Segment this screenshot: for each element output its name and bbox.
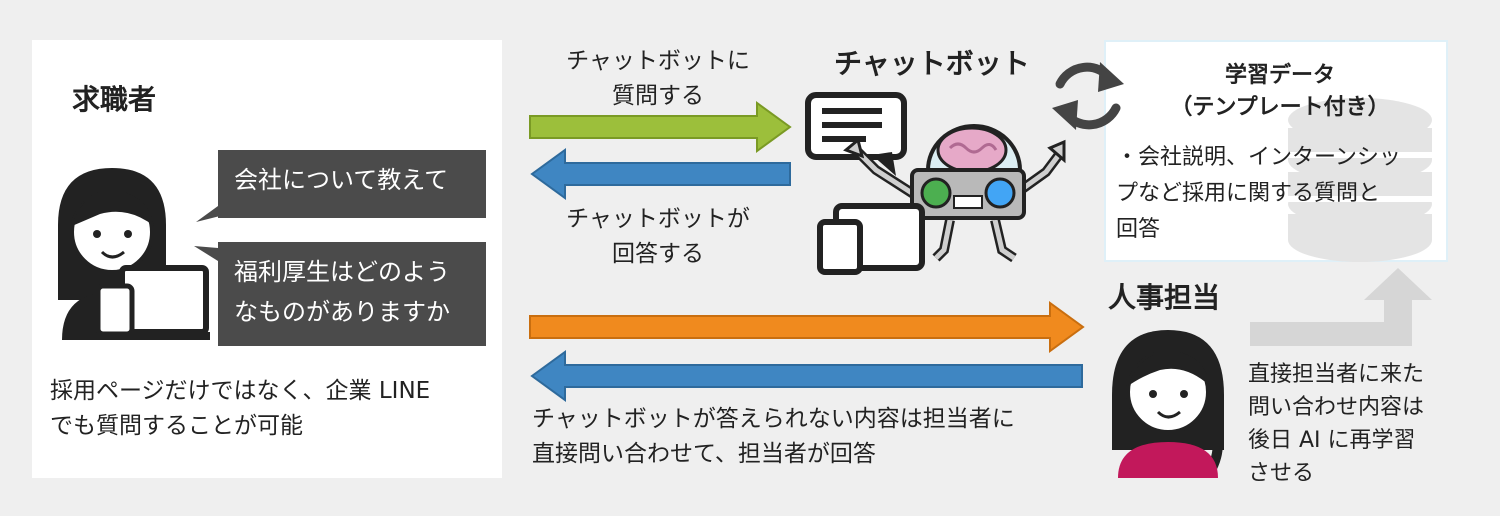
ask-line2: 質問する bbox=[612, 83, 704, 109]
ask-line1: チャットボットに bbox=[566, 48, 750, 74]
ask-arrow bbox=[529, 101, 792, 153]
answer-line1: チャットボットが bbox=[566, 206, 750, 232]
question-bubble-benefits: 福利厚生はどのよう なものがありますか bbox=[218, 242, 486, 346]
chat-bubble-icon bbox=[805, 92, 907, 176]
learning-title-line2: （テンプレート付き） bbox=[1170, 95, 1390, 120]
relearn-line3: 後日 AI に再学習 bbox=[1248, 428, 1416, 453]
reply-arrow bbox=[530, 350, 1083, 402]
ask-label: チャットボットに 質問する bbox=[548, 44, 768, 114]
answer-label: チャットボットが 回答する bbox=[548, 202, 768, 272]
smartphone-icon bbox=[95, 283, 135, 337]
chatbot-title: チャットボット bbox=[834, 47, 1030, 80]
learning-data-body: ・会社説明、インターンシッ プなど採用に関する質問と 回答 bbox=[1116, 140, 1442, 248]
database-icon bbox=[1288, 98, 1432, 262]
device-icon bbox=[817, 203, 925, 275]
hr-avatar bbox=[1112, 330, 1224, 478]
bubble-text-line2: なものがありますか bbox=[234, 298, 450, 326]
relearn-label: 直接担当者に来た 問い合わせ内容は 後日 AI に再学習 させる bbox=[1248, 358, 1478, 490]
hr-title: 人事担当 bbox=[1108, 281, 1221, 314]
robot-icon bbox=[843, 124, 1066, 263]
answer-line2: 回答する bbox=[612, 241, 704, 267]
relearn-arrow bbox=[1250, 268, 1432, 346]
question-bubble-company: 会社について教えて bbox=[218, 150, 486, 218]
relearn-line1: 直接担当者に来た bbox=[1248, 362, 1425, 387]
inquiry-arrow bbox=[529, 301, 1085, 353]
learning-body-line3: 回答 bbox=[1116, 217, 1161, 242]
learning-title-line1: 学習データ bbox=[1224, 63, 1335, 88]
bubble-text-line1: 福利厚生はどのよう bbox=[234, 258, 450, 286]
learning-body-line1: ・会社説明、インターンシッ bbox=[1116, 145, 1401, 170]
job-seeker-note: 採用ページだけではなく、企業 LINE でも質問することが可能 bbox=[50, 374, 495, 444]
bubble-text: 会社について教えて bbox=[234, 166, 449, 194]
learning-body-line2: プなど採用に関する質問と bbox=[1116, 181, 1381, 206]
note-line1: 採用ページだけではなく、企業 LINE bbox=[50, 378, 431, 404]
relearn-line2: 問い合わせ内容は bbox=[1248, 395, 1425, 420]
learning-data-title: 学習データ （テンプレート付き） bbox=[1150, 60, 1410, 124]
relearn-line4: させる bbox=[1248, 461, 1315, 486]
direct-inquiry-label: チャットボットが答えられない内容は担当者に 直接問い合わせて、担当者が回答 bbox=[532, 402, 1092, 472]
direct-line1: チャットボットが答えられない内容は担当者に bbox=[532, 406, 1015, 432]
answer-arrow bbox=[530, 148, 791, 200]
note-line2: でも質問することが可能 bbox=[50, 413, 303, 439]
job-seeker-title: 求職者 bbox=[72, 83, 157, 116]
direct-line2: 直接問い合わせて、担当者が回答 bbox=[532, 441, 876, 467]
